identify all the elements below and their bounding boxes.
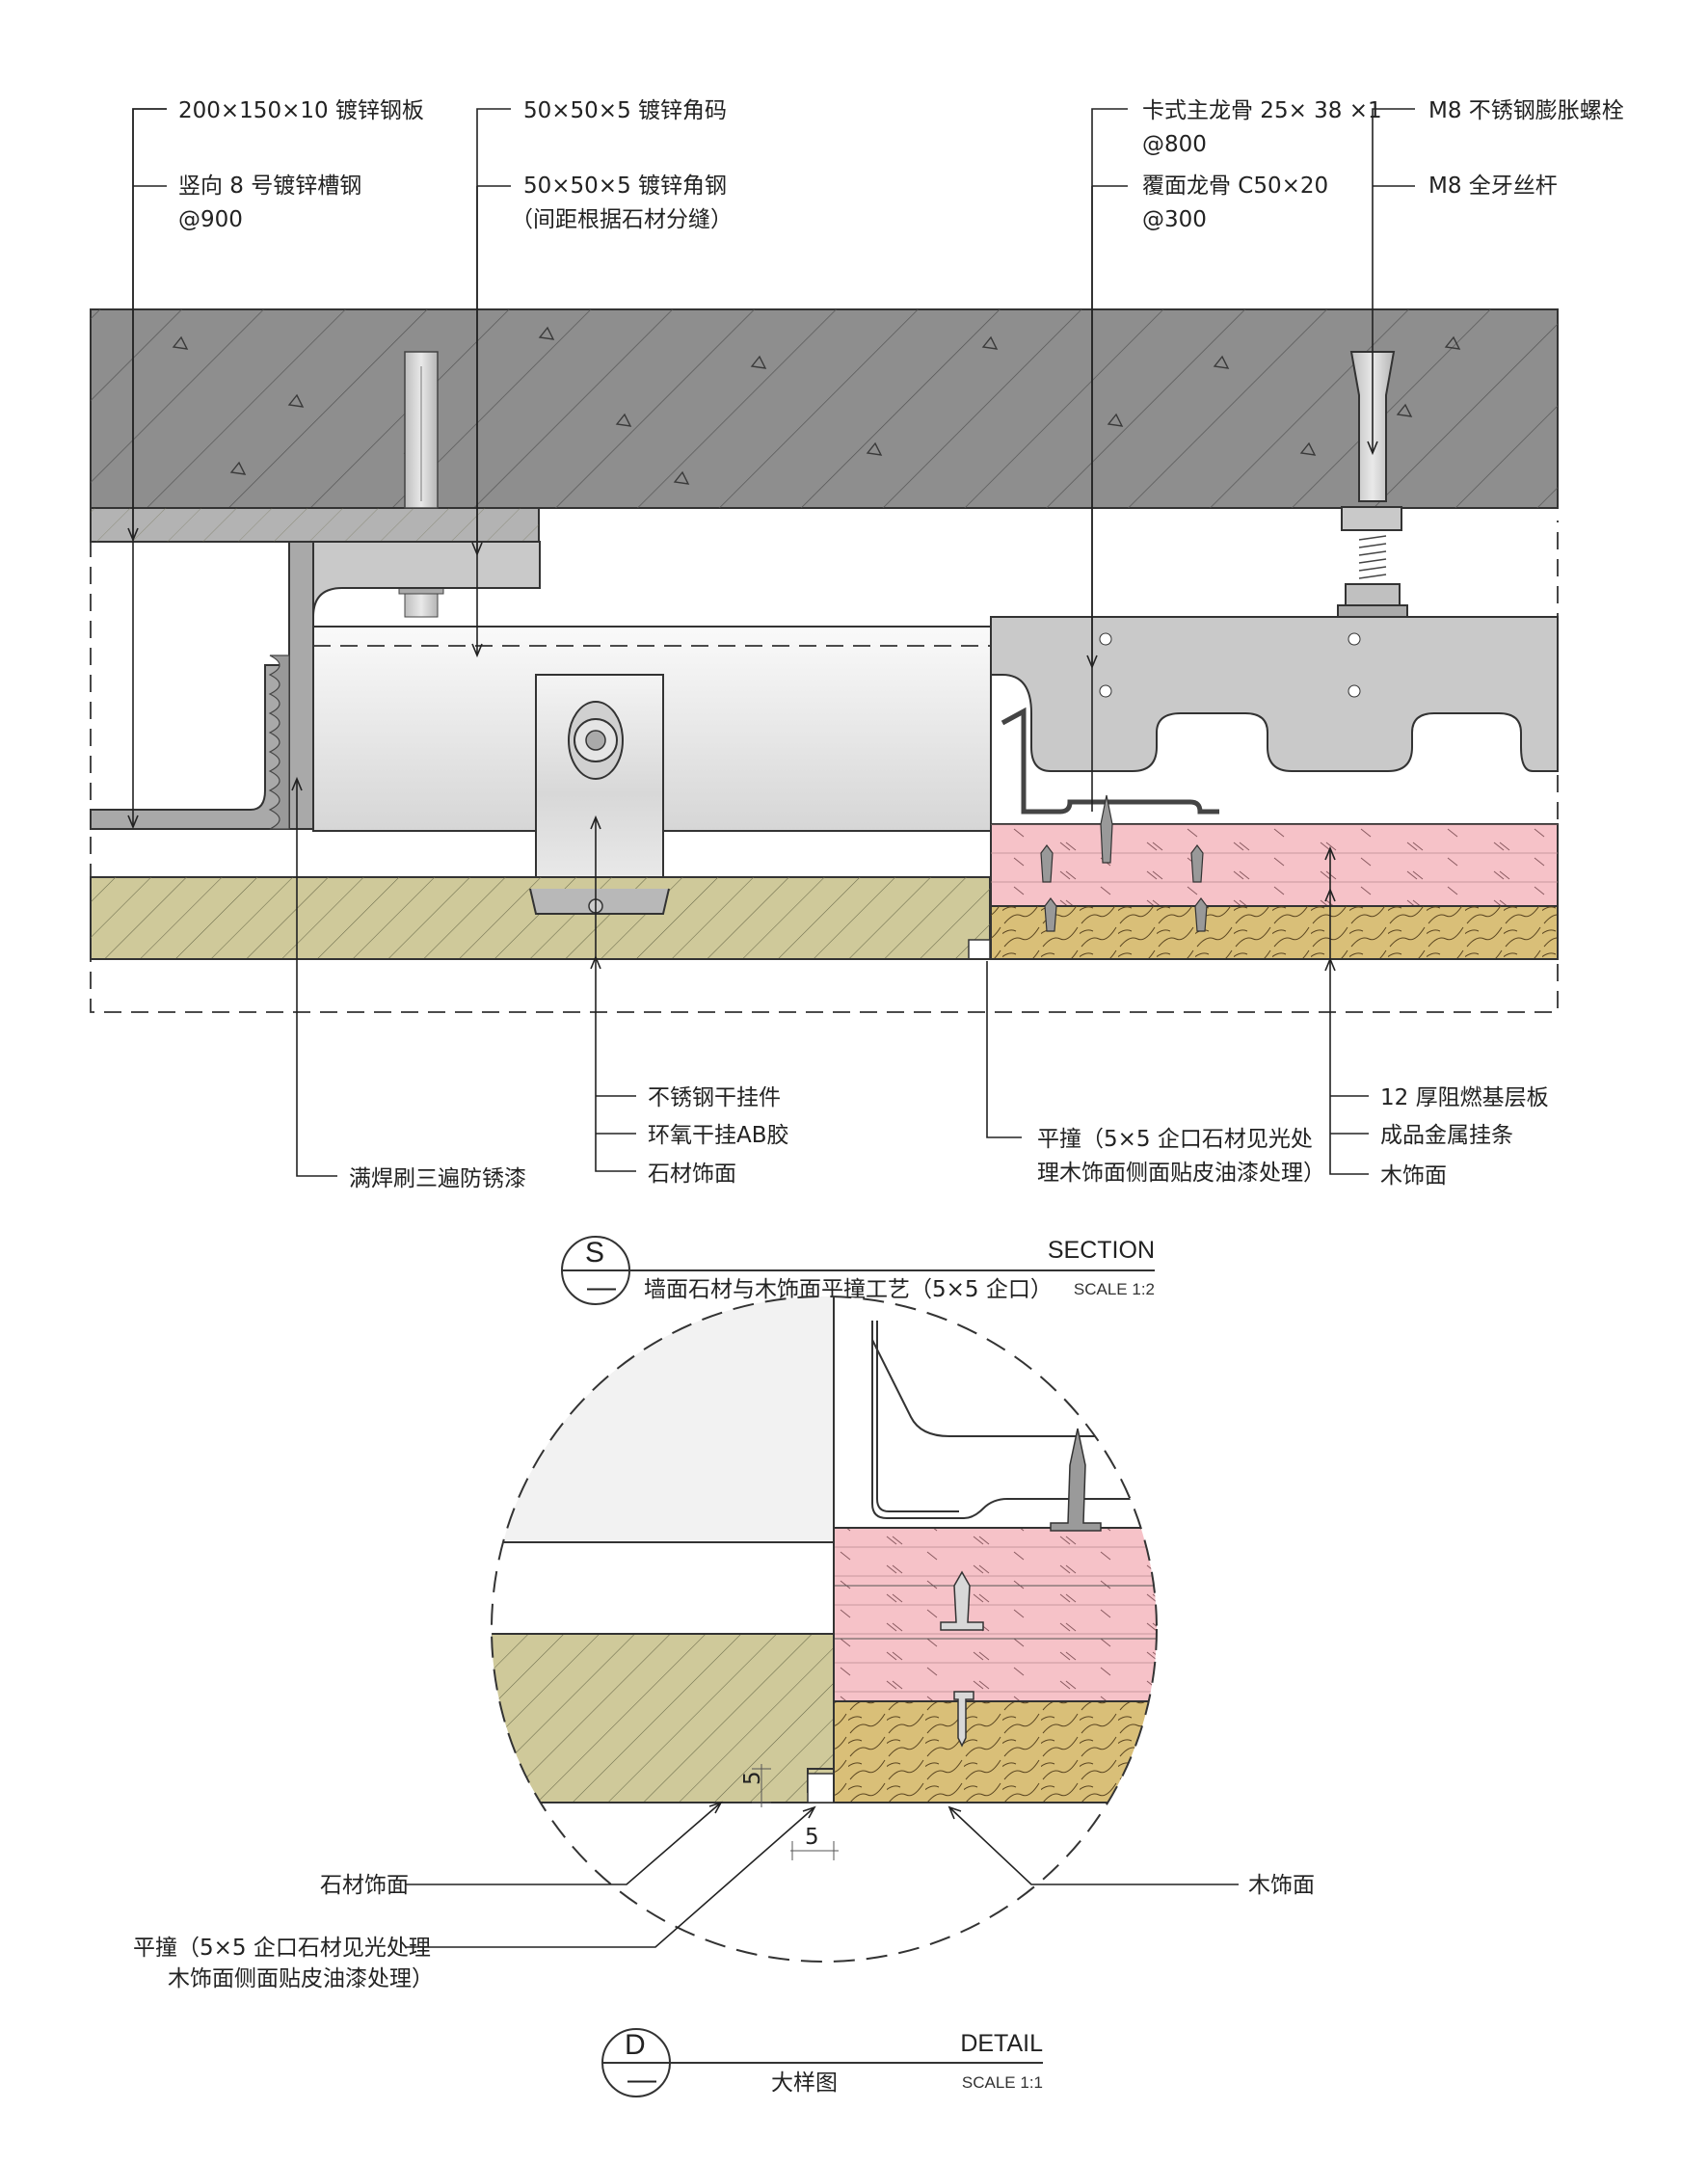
label-steel-plate: 200×150×10 镀锌钢板 — [178, 98, 424, 123]
detail-subsymbol: — — [627, 2064, 656, 2096]
detail-label-joint-2: 木饰面侧面贴皮油漆处理） — [168, 1966, 434, 1991]
screws — [1040, 794, 1208, 932]
label-angle-bracket: 50×50×5 镀锌角码 — [523, 98, 727, 123]
label-angle-steel: 50×50×5 镀锌角钢 — [523, 174, 727, 199]
label-weld: 满焊刷三遍防锈漆 — [349, 1166, 526, 1191]
dim-horizontal: 5 — [805, 1825, 819, 1850]
section-view — [90, 308, 1559, 1013]
section-scale: SCALE 1:2 — [1074, 1280, 1155, 1298]
label-flush-joint-2: 理木饰面侧面贴皮油漆处理） — [1037, 1161, 1325, 1186]
label-dry-hanger: 不锈钢干挂件 — [648, 1085, 781, 1110]
detail-dimensions: 5 5 — [740, 1764, 839, 1860]
weld-bead — [268, 655, 290, 830]
cover-keel — [1001, 707, 1219, 815]
detail-screw-small-2 — [953, 1691, 974, 1748]
label-cover-keel: 覆面龙骨 C50×20 — [1142, 174, 1328, 199]
section-subsymbol: — — [587, 1271, 616, 1303]
label-expansion-bolt: M8 不锈钢膨胀螺栓 — [1428, 98, 1624, 123]
label-base-board: 12 厚阻燃基层板 — [1380, 1085, 1549, 1110]
detail-screw-small-1 — [940, 1570, 984, 1631]
detail-label-wood: 木饰面 — [1248, 1873, 1315, 1898]
detail-name: 大样图 — [771, 2070, 838, 2096]
section-kind: SECTION — [1048, 1237, 1155, 1264]
detail-screw-large — [1050, 1428, 1102, 1532]
section-symbol: S — [585, 1237, 604, 1269]
label-wood-finish: 木饰面 — [1380, 1163, 1447, 1189]
label-metal-strip: 成品金属挂条 — [1380, 1123, 1513, 1148]
label-stone-finish: 石材饰面 — [648, 1162, 736, 1187]
detail-symbol: D — [625, 2029, 646, 2061]
main-keel — [990, 616, 1559, 772]
label-main-keel: 卡式主龙骨 25× 38 ×1 — [1142, 98, 1382, 123]
label-epoxy-glue: 环氧干挂AB胶 — [648, 1123, 789, 1148]
section-labels: 200×150×10 镀锌钢板 竖向 8 号镀锌槽钢 @900 50×50×5 … — [178, 98, 1624, 1191]
label-channel: 竖向 8 号镀锌槽钢 — [178, 174, 361, 199]
detail-title-block: D — DETAIL 大样图 SCALE 1:1 — [601, 2028, 1043, 2097]
label-flush-joint: 平撞（5×5 企口石材见光处 — [1037, 1127, 1313, 1152]
label-channel-spacing: @900 — [178, 207, 243, 232]
section-leaders — [127, 108, 1415, 1177]
label-threaded-rod: M8 全牙丝杆 — [1428, 174, 1558, 199]
dim-vertical: 5 — [740, 1771, 765, 1785]
detail-label-stone: 石材饰面 — [320, 1873, 409, 1898]
label-main-keel-spacing: @800 — [1142, 132, 1207, 157]
label-cover-keel-spacing: @300 — [1142, 207, 1207, 232]
detail-kind: DETAIL — [960, 2030, 1043, 2057]
detail-label-joint-1: 平撞（5×5 企口石材见光处理 — [133, 1936, 431, 1961]
section-title-block: S — SECTION 墙面石材与木饰面平撞工艺（5×5 企口） SCALE 1… — [561, 1236, 1155, 1305]
detail-view: 5 5 石材饰面 平撞（5×5 企口石材见光处理 木饰面侧面贴皮油漆处理） 木饰… — [133, 1296, 1315, 1991]
aggregate-marks — [172, 326, 1461, 485]
label-angle-steel-note: （间距根据石材分缝） — [511, 207, 733, 232]
detail-scale: SCALE 1:1 — [962, 2073, 1043, 2092]
